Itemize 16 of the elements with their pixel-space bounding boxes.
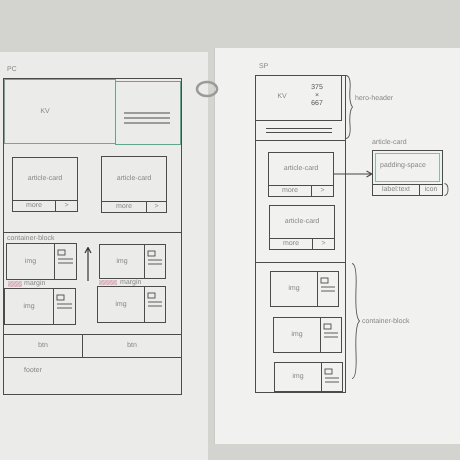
image-card (6, 243, 77, 280)
image-card (97, 286, 166, 323)
side-panel (115, 81, 181, 145)
key-visual-area (4, 79, 116, 144)
key-visual-area (255, 75, 342, 121)
article-card (269, 205, 335, 250)
article-card (101, 156, 167, 213)
image-card (4, 288, 76, 325)
image-card (270, 271, 339, 307)
article-card (268, 152, 334, 197)
arrow (334, 170, 372, 178)
image-card (99, 244, 166, 279)
image-card (274, 362, 343, 392)
padding-area (375, 153, 440, 182)
article-card (12, 157, 78, 212)
image-card (273, 317, 342, 353)
